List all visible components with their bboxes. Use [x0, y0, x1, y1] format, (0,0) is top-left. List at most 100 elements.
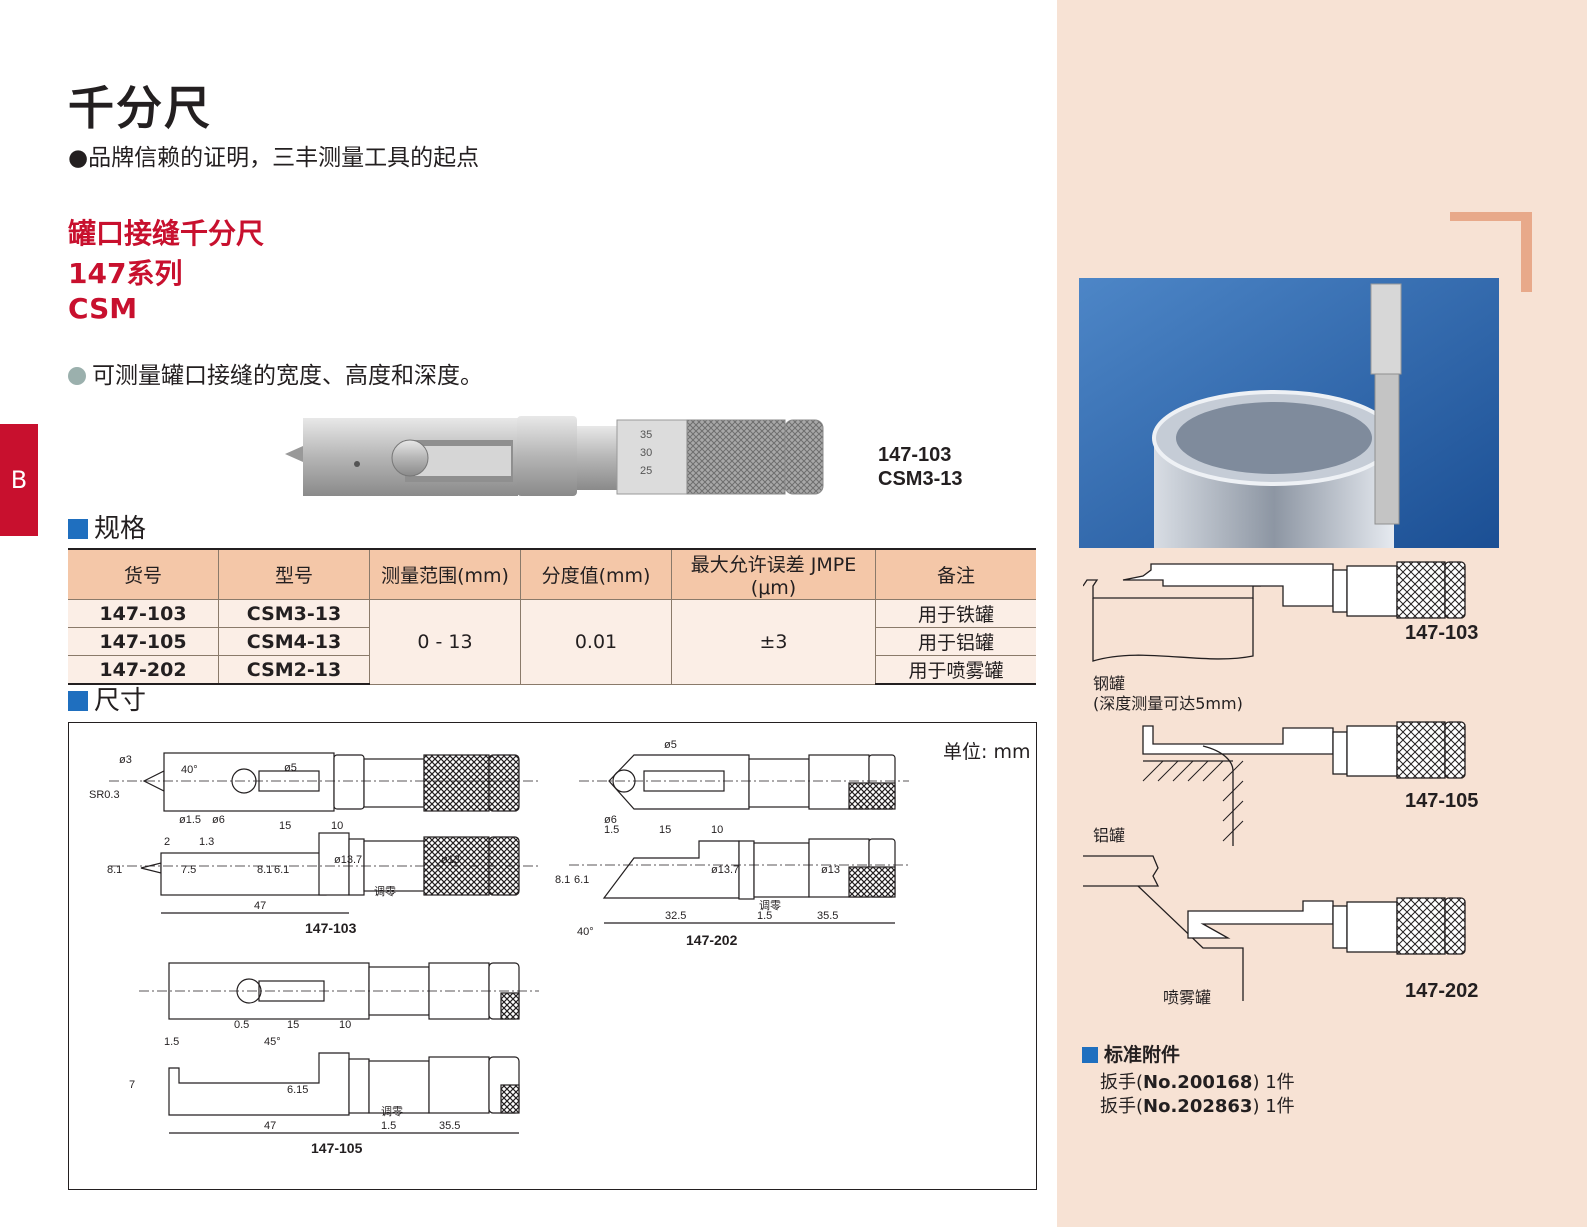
- dim-47b: 47: [264, 1120, 276, 1132]
- page-subtitle: ●品牌信赖的证明，三丰测量工具的起点: [68, 145, 480, 171]
- cell-note: 用于铁罐: [875, 599, 1036, 628]
- app-spray-label: 喷雾罐: [1163, 988, 1212, 1007]
- accessory-item: 扳手(No.202863) 1件: [1100, 1092, 1295, 1118]
- dim-81: 8.1: [107, 864, 122, 876]
- accessory-part: No.202863: [1143, 1096, 1253, 1117]
- app-steel-label: 钢罐: [1093, 674, 1126, 693]
- dim-phi13: ø13: [441, 854, 460, 866]
- dims-heading: 尺寸: [68, 680, 146, 717]
- product-name: 罐口接缝千分尺: [68, 217, 265, 250]
- photo-type-label: CSM3-13: [878, 468, 963, 490]
- col-note: 备注: [875, 548, 1036, 600]
- dim-15g: 15: [659, 824, 671, 836]
- dim-10: 10: [331, 820, 343, 832]
- cell-graduation: 0.01: [520, 599, 672, 685]
- col-code: 货号: [68, 548, 219, 600]
- cell-model: CSM4-13: [218, 627, 370, 656]
- dim-13: 1.3: [199, 836, 214, 848]
- dim-61: 6.1: [274, 864, 289, 876]
- section-square-icon: [68, 519, 88, 539]
- dim-05: 0.5: [234, 1019, 249, 1031]
- cell-model: CSM2-13: [218, 655, 370, 685]
- product-code: CSM: [68, 292, 138, 325]
- cell-code: 147-202: [68, 655, 219, 685]
- dim-zero2: 调零: [381, 1105, 403, 1118]
- dim-61b: 6.1: [574, 874, 589, 886]
- can-photo: [1079, 278, 1499, 548]
- dim-phi15: ø1.5: [179, 814, 201, 826]
- dim-75: 7.5: [181, 864, 196, 876]
- side-tab: B: [0, 424, 38, 536]
- feature-line: 可测量罐口接缝的宽度、高度和深度。: [68, 356, 483, 390]
- cell-model: CSM3-13: [218, 599, 370, 628]
- dim-81c: 8.1: [555, 874, 570, 886]
- dim-15h: 1.5: [757, 910, 772, 922]
- drawing-label-147-202: 147-202: [686, 932, 738, 948]
- dim-phi13b: ø13: [821, 864, 840, 876]
- corner-accent: [1450, 212, 1532, 292]
- app-model-105: 147-105: [1405, 790, 1479, 812]
- dim-10d: 10: [711, 824, 723, 836]
- dim-zero: 调零: [374, 885, 396, 898]
- accessories-heading: 标准附件: [1082, 1040, 1180, 1067]
- spec-heading-text: 规格: [94, 514, 147, 544]
- dim-15d: 1.5: [164, 1036, 179, 1048]
- dim-40b: 40°: [577, 926, 594, 938]
- dim-325: 32.5: [665, 910, 686, 922]
- dim-15f: 1.5: [604, 824, 619, 836]
- cell-code: 147-105: [68, 627, 219, 656]
- dim-45: 45°: [264, 1036, 281, 1048]
- accessory-suffix: ) 1件: [1252, 1096, 1295, 1117]
- col-error: 最大允许误差 JMPE (μm): [671, 548, 876, 600]
- dim-15c: 15: [287, 1019, 299, 1031]
- cell-error: ±3: [671, 599, 876, 685]
- dim-47: 47: [254, 900, 266, 912]
- section-square-icon: [1082, 1047, 1098, 1063]
- application-drawings: [1083, 561, 1466, 1001]
- table-row: 147-202 CSM2-13 用于喷雾罐: [68, 655, 1036, 685]
- accessory-prefix: 扳手(: [1100, 1096, 1144, 1117]
- product-series: 147系列: [68, 257, 183, 290]
- accessory-part: No.200168: [1143, 1072, 1253, 1093]
- dimension-drawings-box: 单位: mm: [68, 722, 1037, 1190]
- drawing-label-147-105: 147-105: [311, 1140, 363, 1156]
- dim-81b: 8.1: [257, 864, 272, 876]
- bullet-icon: [68, 367, 86, 385]
- table-row: 147-105 CSM4-13 用于铝罐: [68, 627, 1036, 656]
- section-square-icon: [68, 691, 88, 711]
- spec-heading: 规格: [68, 508, 146, 545]
- drawing-label-147-103: 147-103: [305, 920, 357, 936]
- accessory-prefix: 扳手(: [1100, 1072, 1144, 1093]
- dim-sr: SR0.3: [89, 789, 120, 801]
- right-panel: [1057, 0, 1587, 1227]
- dimension-drawings: SR0.3 ø3 40° ø1.5 ø6 ø5 15 10 2 1.3 8.1 …: [89, 739, 909, 1156]
- dim-15: 15: [279, 820, 291, 832]
- micrometer-photo: 35 30 25: [285, 416, 824, 496]
- spec-header-row: 货号 型号 测量范围(mm) 分度值(mm) 最大允许误差 JMPE (μm) …: [68, 548, 1036, 600]
- dim-615: 6.15: [287, 1084, 308, 1096]
- col-range: 测量范围(mm): [369, 548, 521, 600]
- cell-range: 0 - 13: [369, 599, 521, 685]
- app-alu-label: 铝罐: [1093, 826, 1126, 845]
- accessory-item: 扳手(No.200168) 1件: [1100, 1068, 1295, 1094]
- cell-note: 用于铝罐: [875, 627, 1036, 656]
- accessories-heading-text: 标准附件: [1104, 1044, 1181, 1066]
- dim-355: 35.5: [439, 1120, 460, 1132]
- app-model-103: 147-103: [1405, 622, 1479, 644]
- col-model: 型号: [218, 548, 370, 600]
- dim-2: 2: [164, 836, 170, 848]
- dim-zero3: 调零: [759, 899, 781, 912]
- dim-phi6: ø6: [212, 814, 225, 826]
- dim-10c: 10: [339, 1019, 351, 1031]
- dim-phi5: ø5: [284, 762, 297, 774]
- feature-text: 可测量罐口接缝的宽度、高度和深度。: [92, 363, 483, 389]
- table-row: 147-103 CSM3-13 0 - 13 0.01 ±3 用于铁罐: [68, 599, 1036, 685]
- cell-note: 用于喷雾罐: [875, 655, 1036, 685]
- app-steel-note: (深度测量可达5mm): [1093, 694, 1243, 713]
- dim-15e: 1.5: [381, 1120, 396, 1132]
- dim-7: 7: [129, 1079, 135, 1091]
- dim-phi3: ø3: [119, 754, 132, 766]
- page-title: 千分尺: [68, 81, 212, 135]
- dim-angle-40: 40°: [181, 764, 198, 776]
- dims-heading-text: 尺寸: [94, 686, 147, 716]
